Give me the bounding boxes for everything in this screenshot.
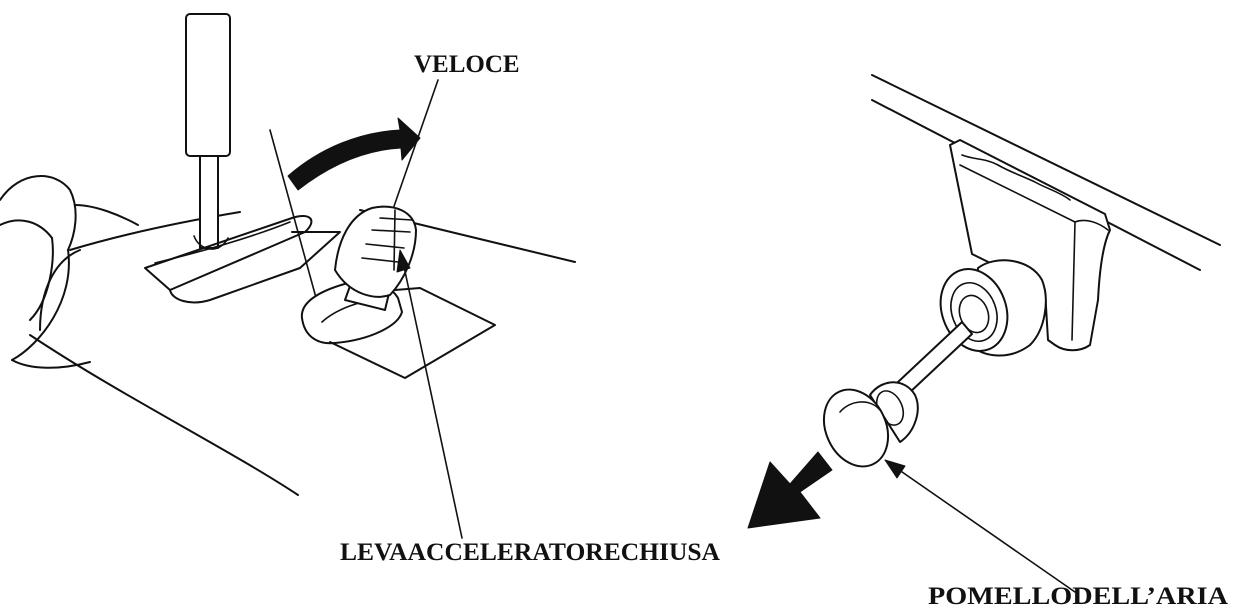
console-housing: [0, 175, 576, 496]
throttle-leader-arrowhead: [396, 249, 411, 273]
veloce-leader-line: [391, 79, 439, 213]
throttle-lever: [300, 205, 417, 345]
choke-knob: [822, 381, 919, 468]
shift-lever: [185, 13, 231, 250]
choke-cylinder: [939, 259, 1047, 357]
lever-slot-left: [144, 214, 341, 304]
lever-base-plate: [329, 287, 496, 379]
choke-bracket: [949, 139, 1111, 352]
lever-guide-line: [269, 129, 319, 306]
pull-arrow-icon: [747, 451, 833, 529]
throttle-leader-line: [402, 261, 463, 539]
choke-leader-line: [891, 464, 1076, 593]
label-veloce: VELOCE: [414, 51, 520, 78]
throttle-assembly-illustration: [0, 13, 576, 539]
choke-leader-arrowhead: [884, 459, 906, 479]
curved-arrow-icon: [287, 117, 421, 191]
label-throttle-lever: LEVAACCELERATORECHIUSA: [340, 539, 720, 566]
choke-shaft: [897, 321, 973, 395]
label-choke-knob: POMELLODELL’ARIA: [928, 583, 1228, 607]
choke-assembly-illustration: [747, 74, 1221, 593]
